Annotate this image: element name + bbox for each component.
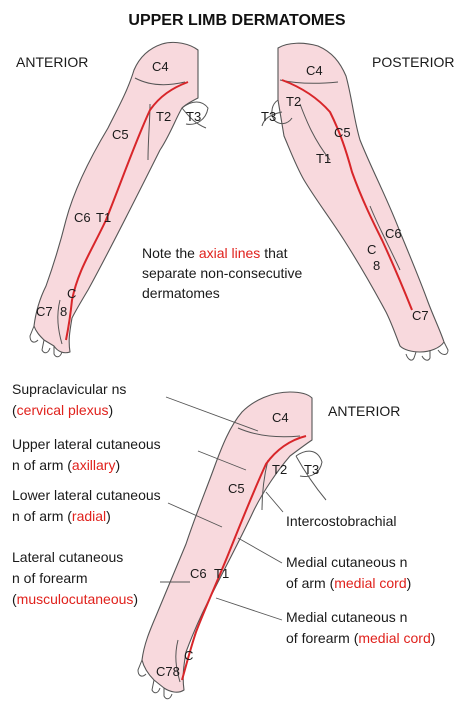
bottom-c78: C78 bbox=[156, 664, 180, 679]
medial-arm-origin: of arm (medial cord) bbox=[286, 575, 411, 591]
anterior-t3-border bbox=[181, 107, 207, 129]
posterior-t2-border bbox=[299, 103, 331, 161]
nerve-labels-right: Intercostobrachial Medial cutaneous n of… bbox=[286, 513, 435, 646]
supraclavicular-label: Supraclavicular ns bbox=[12, 381, 126, 397]
medial-arm-label: Medial cutaneous n bbox=[286, 554, 407, 570]
posterior-t3: T3 bbox=[261, 109, 276, 124]
axial-line-note: Note the axial lines that separate non-c… bbox=[142, 245, 303, 301]
anterior-c6: C6 bbox=[74, 210, 91, 225]
leader-upper-lateral bbox=[197, 450, 247, 471]
bottom-c: C bbox=[184, 648, 193, 663]
posterior-forearm-border bbox=[369, 205, 401, 271]
bottom-c5: C5 bbox=[228, 481, 245, 496]
upper-lateral-label: Upper lateral cutaneous bbox=[12, 436, 161, 452]
anterior-t2-border bbox=[147, 103, 151, 161]
note-line-3: dermatomes bbox=[142, 285, 220, 301]
anterior-forearm-border bbox=[57, 299, 63, 345]
anterior-finger-1 bbox=[29, 325, 39, 343]
upper-lateral-origin: n of arm (axillary) bbox=[12, 457, 120, 473]
anterior-view-label: ANTERIOR bbox=[16, 54, 88, 70]
anterior-c5: C5 bbox=[112, 127, 129, 142]
medial-forearm-label: Medial cutaneous n bbox=[286, 609, 407, 625]
figure-title: UPPER LIMB DERMATOMES bbox=[128, 12, 346, 29]
bottom-axial-line bbox=[181, 435, 307, 681]
posterior-c6: C6 bbox=[385, 226, 402, 241]
lower-lateral-label: Lower lateral cutaneous bbox=[12, 487, 161, 503]
bottom-anterior-arm-diagram: ANTERIOR C4 C5 T2 T3 C6 T1 C C78 bbox=[137, 391, 400, 700]
posterior-arm-outline bbox=[277, 42, 445, 353]
anterior-c4-border bbox=[134, 77, 186, 86]
bottom-t2: T2 bbox=[272, 462, 287, 477]
anterior-c: C bbox=[67, 286, 76, 301]
anterior-8: 8 bbox=[60, 304, 67, 319]
bottom-anterior-view-label: ANTERIOR bbox=[328, 403, 400, 419]
intercostobrachial-label: Intercostobrachial bbox=[286, 513, 397, 529]
anterior-t2: T2 bbox=[156, 109, 171, 124]
posterior-t1: T1 bbox=[316, 151, 331, 166]
posterior-finger-3 bbox=[405, 351, 417, 361]
posterior-view-label: POSTERIOR bbox=[372, 54, 454, 70]
bottom-forearm-border bbox=[175, 639, 181, 683]
bottom-c4: C4 bbox=[272, 410, 289, 425]
anterior-t3: T3 bbox=[186, 109, 201, 124]
posterior-c5: C5 bbox=[334, 125, 351, 140]
bottom-t1: T1 bbox=[214, 566, 229, 581]
posterior-arm-diagram: POSTERIOR C4 T2 T3 C5 T1 C6 C 8 C7 bbox=[261, 42, 454, 361]
bottom-t3: T3 bbox=[304, 462, 319, 477]
leader-intercostobrachial bbox=[265, 491, 284, 513]
note-line-2: separate non-consecutive bbox=[142, 265, 303, 281]
lateral-forearm-label: Lateral cutaneous bbox=[12, 549, 123, 565]
bottom-t3-border bbox=[295, 455, 327, 501]
lower-lateral-origin: n of arm (radial) bbox=[12, 508, 111, 524]
bottom-finger-1 bbox=[137, 659, 147, 677]
posterior-8: 8 bbox=[373, 258, 380, 273]
bottom-c4-border bbox=[237, 427, 301, 438]
note-line-1: Note the axial lines that bbox=[142, 245, 288, 261]
anterior-finger-2 bbox=[41, 339, 51, 354]
anterior-shoulder-fold bbox=[181, 101, 209, 125]
leader-supraclavicular bbox=[165, 396, 259, 432]
posterior-t3-border bbox=[261, 111, 283, 127]
posterior-t2: T2 bbox=[286, 94, 301, 109]
anterior-axial-line bbox=[65, 81, 189, 341]
anterior-c4: C4 bbox=[152, 59, 169, 74]
bottom-finger-2 bbox=[151, 679, 161, 694]
bottom-finger-3 bbox=[163, 688, 173, 700]
lateral-forearm-label-2: n of forearm bbox=[12, 570, 87, 586]
posterior-axial-line bbox=[281, 79, 413, 311]
posterior-shoulder-fold bbox=[271, 99, 293, 125]
posterior-c7: C7 bbox=[412, 308, 429, 323]
anterior-c7: C7 bbox=[36, 304, 53, 319]
anterior-arm-diagram: ANTERIOR C4 C5 T2 T3 C6 T1 C C7 8 bbox=[16, 41, 209, 358]
leader-lower-lateral bbox=[167, 502, 223, 528]
posterior-finger-1 bbox=[437, 341, 449, 355]
bottom-c6: C6 bbox=[190, 566, 207, 581]
supraclavicular-origin: (cervical plexus) bbox=[12, 402, 113, 418]
leader-medial-arm bbox=[237, 537, 283, 564]
posterior-c: C bbox=[367, 242, 376, 257]
posterior-finger-2 bbox=[421, 350, 431, 361]
posterior-c4: C4 bbox=[306, 63, 323, 78]
anterior-t1: T1 bbox=[96, 210, 111, 225]
lateral-forearm-origin: (musculocutaneous) bbox=[12, 591, 138, 607]
anterior-arm-outline bbox=[33, 41, 199, 354]
bottom-arm-outline bbox=[141, 391, 313, 693]
leader-medial-forearm bbox=[215, 597, 283, 621]
medial-forearm-origin: of forearm (medial cord) bbox=[286, 630, 435, 646]
anterior-finger-3 bbox=[53, 346, 63, 358]
nerve-labels-left: Supraclavicular ns (cervical plexus) Upp… bbox=[12, 381, 161, 607]
